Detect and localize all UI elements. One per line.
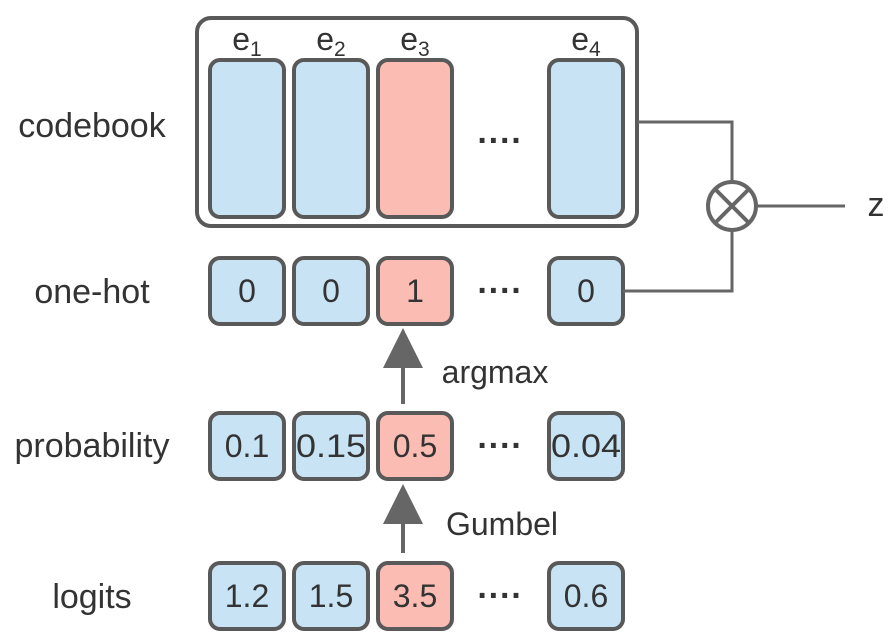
probability-label: probability (15, 427, 170, 465)
one-hot-value-3: 1 (406, 273, 424, 309)
logits-cell-1 (208, 561, 286, 631)
probability-cell-4 (547, 411, 625, 481)
logits-value-3: 3.5 (393, 578, 437, 614)
codebook-vector-e2 (292, 58, 370, 219)
one-hot-label: one-hot (34, 273, 150, 311)
logits-row: 1.2 1.5 3.5 0.6 ···· (208, 561, 625, 631)
logits-value-1: 1.2 (225, 578, 269, 614)
logits-cell-3 (376, 561, 454, 631)
probability-value-3: 0.5 (393, 428, 437, 464)
one-hot-ellipsis: ···· (477, 272, 522, 310)
probability-value-1: 0.1 (225, 428, 269, 464)
probability-ellipsis: ···· (477, 427, 522, 465)
codebook-to-operator-connector (637, 120, 734, 182)
codebook-vector-e3 (376, 58, 454, 219)
one-hot-cell-1 (208, 256, 286, 326)
codebook-vector-e1 (208, 58, 286, 219)
codebook-vector-e4 (547, 58, 625, 219)
multiply-operator-icon (706, 180, 758, 232)
argmax-label: argmax (442, 354, 549, 390)
codebook-vector-label-2: e2 (316, 21, 345, 61)
codebook-vector-label-3: e3 (400, 21, 429, 61)
codebook-label: codebook (18, 107, 166, 145)
codebook-vector-label-4: e4 (571, 21, 601, 61)
codebook-vector-label-1: e1 (232, 21, 261, 61)
one-hot-cell-3 (376, 256, 454, 326)
logits-label: logits (52, 578, 131, 616)
logits-ellipsis: ···· (477, 577, 522, 615)
one-hot-cell-2 (292, 256, 370, 326)
one-hot-value-4: 0 (577, 273, 595, 309)
probability-value-2: 0.15 (296, 428, 366, 464)
one-hot-row: 0 0 1 0 ···· (208, 256, 625, 326)
probability-value-4: 0.04 (551, 428, 621, 464)
gumbel-label: Gumbel (446, 506, 558, 542)
logits-cell-4 (547, 561, 625, 631)
output-z-label: z (868, 186, 885, 224)
probability-cell-3 (376, 411, 454, 481)
probability-cell-2 (292, 411, 370, 481)
codebook-ellipsis: ···· (477, 122, 522, 160)
logits-value-2: 1.5 (309, 578, 353, 614)
probability-cell-1 (208, 411, 286, 481)
one-hot-to-operator-connector (623, 230, 734, 293)
probability-row: 0.1 0.15 0.5 0.04 ···· (208, 411, 625, 481)
one-hot-value-2: 0 (322, 273, 340, 309)
logits-value-4: 0.6 (564, 578, 608, 614)
logits-cell-2 (292, 561, 370, 631)
one-hot-value-1: 0 (238, 273, 256, 309)
